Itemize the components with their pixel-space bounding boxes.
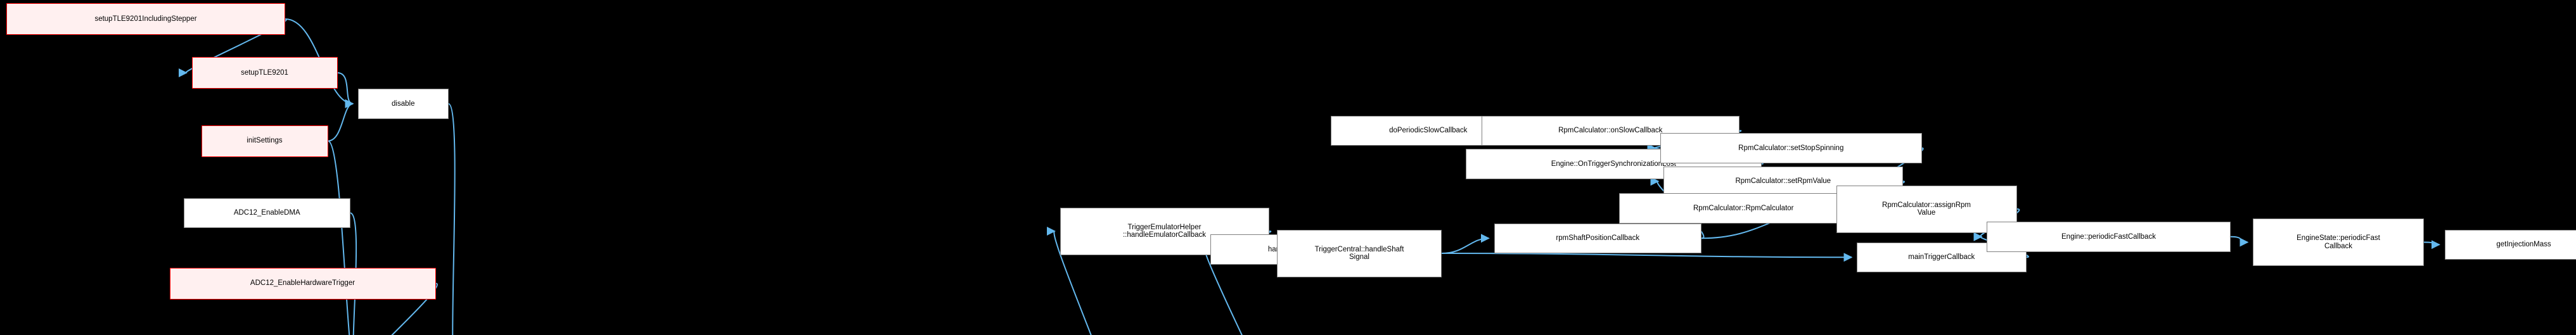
graph-node-getInjectionMass[interactable]: getInjectionMass xyxy=(2444,229,2576,260)
graph-edge-initSettings-to-disable xyxy=(328,99,354,142)
graph-node-RpmCalculator_setStopSpinning[interactable]: RpmCalculator::setStopSpinning xyxy=(1660,133,1922,163)
graph-edge-initSettings-to-enable xyxy=(327,140,350,335)
graph-node-RpmCalculator_onSlowCallback[interactable]: RpmCalculator::onSlowCallback xyxy=(1481,115,1740,146)
graph-node-TriggerEmulatorHelper_handleEmulatorCallback[interactable]: TriggerEmulatorHelper ::handleEmulatorCa… xyxy=(1060,207,1269,255)
graph-node-ADC12_EnableDMA[interactable]: ADC12_EnableDMA xyxy=(184,198,350,228)
graph-edge-EngineState_periodicFastCallback-to-getInjectionMass xyxy=(2423,240,2440,250)
graph-edge-TriggerCentral_handleShaftSignal-to-rpmShaftPositionCallback xyxy=(1441,234,1490,254)
graph-node-initSettings[interactable]: initSettings xyxy=(201,125,328,157)
graph-node-setupTLE9201IncludingStepper[interactable]: setupTLE9201IncludingStepper xyxy=(6,3,285,35)
graph-node-ADC12_EnableHardwareTrigger[interactable]: ADC12_EnableHardwareTrigger xyxy=(169,267,436,300)
graph-node-RpmCalculator_RpmCalculator[interactable]: RpmCalculator::RpmCalculator xyxy=(1619,193,1868,224)
graph-edge-disable-to-enableOrDisable xyxy=(447,103,456,335)
graph-edge-Engine_periodicFastCallback-to-EngineState_periodicFastCallback xyxy=(2230,236,2249,247)
graph-node-disable[interactable]: disable xyxy=(358,89,449,119)
graph-node-setupTLE9201[interactable]: setupTLE9201 xyxy=(191,57,338,89)
graph-node-EngineState_periodicFastCallback[interactable]: EngineState::periodicFast Callback xyxy=(2253,218,2424,266)
graph-edge-TriggerCentral_handleShaftSignal-to-mainTriggerCallback xyxy=(1441,253,1853,262)
graph-node-Engine_periodicFastCallback[interactable]: Engine::periodicFastCallback xyxy=(1987,222,2231,252)
graph-edge-setupTLE9201-to-disable xyxy=(337,72,354,108)
graph-node-rpmShaftPositionCallback[interactable]: rpmShaftPositionCallback xyxy=(1494,223,1701,253)
graph-node-TriggerCentral_handleShaftSignal[interactable]: TriggerCentral::handleShaft Signal xyxy=(1277,229,1442,277)
